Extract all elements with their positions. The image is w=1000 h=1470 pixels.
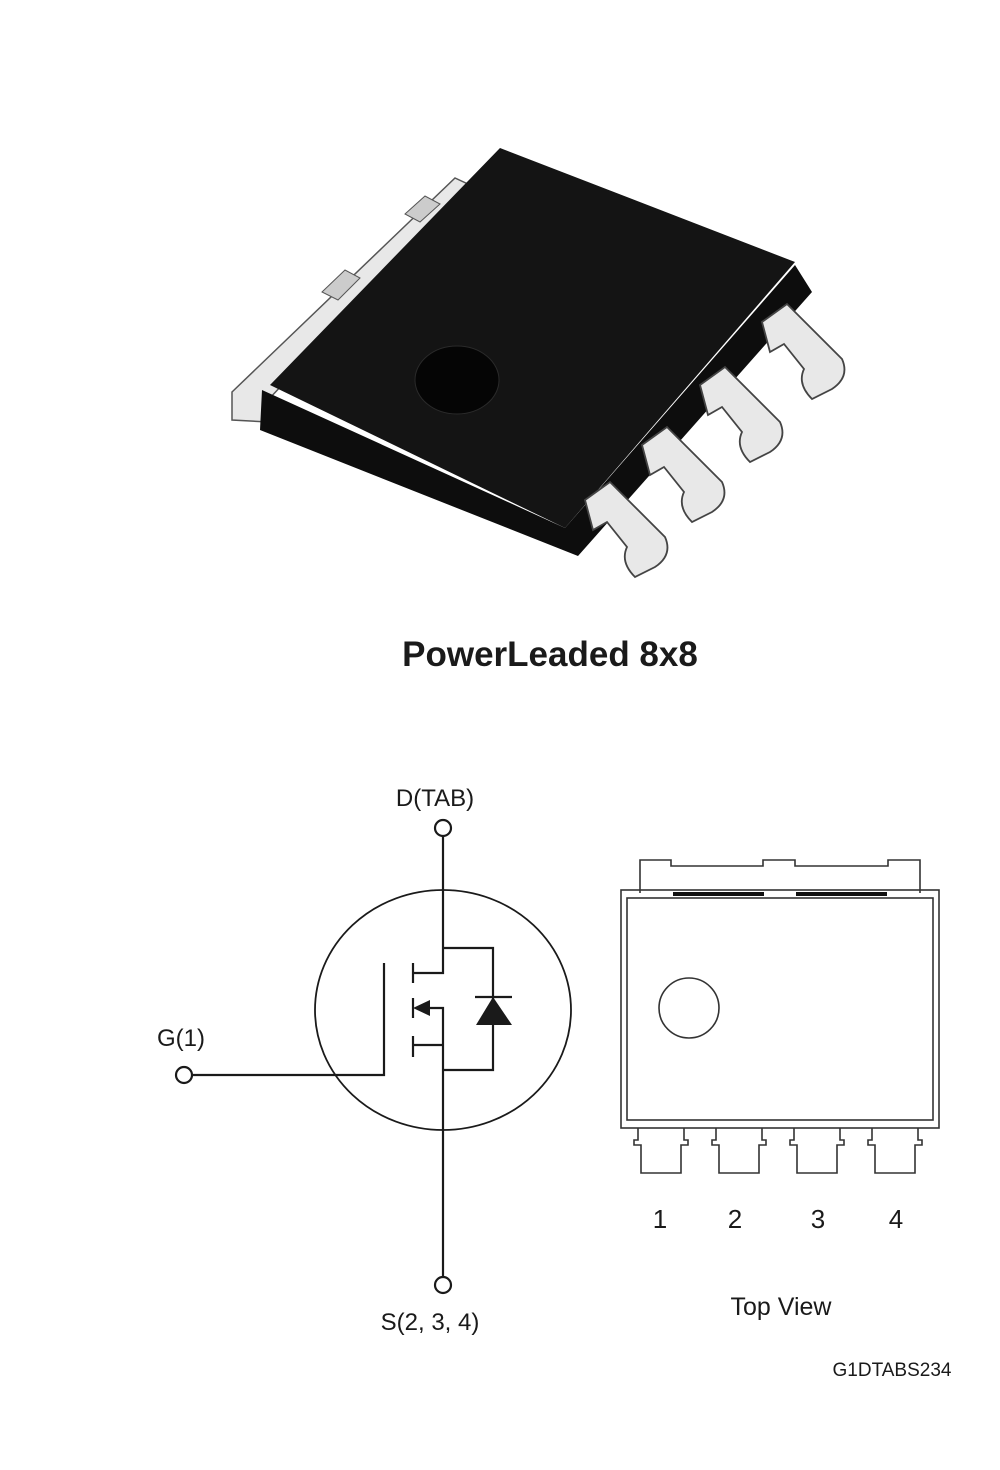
top-view-drawing xyxy=(620,859,940,1174)
lead-outline xyxy=(633,1128,689,1174)
pin-number: 3 xyxy=(811,1204,825,1234)
top-tab-outline xyxy=(639,859,921,893)
package-3d-illustration xyxy=(231,148,846,579)
body-arrow xyxy=(413,1000,430,1016)
gate-terminal xyxy=(174,1065,194,1085)
pin1-marker xyxy=(658,977,720,1039)
package-body-side xyxy=(260,265,812,556)
top-view-caption: Top View xyxy=(731,1293,833,1321)
pin-number: 4 xyxy=(889,1204,903,1234)
tab-notch xyxy=(321,269,361,301)
body-diode xyxy=(476,997,512,1025)
gate-wire xyxy=(192,963,386,1077)
package-name: PowerLeaded 8x8 xyxy=(402,635,698,674)
lead-outline xyxy=(789,1128,845,1174)
body-outer xyxy=(620,889,940,1129)
mosfet-symbol xyxy=(174,818,572,1295)
lead xyxy=(583,480,669,579)
package-leads xyxy=(583,302,846,579)
body-inner xyxy=(626,897,934,1121)
source-label: S(2, 3, 4) xyxy=(381,1309,480,1336)
diode-wire xyxy=(443,946,495,1072)
drain-label: D(TAB) xyxy=(396,785,474,812)
pin-number: 2 xyxy=(728,1204,742,1234)
lead xyxy=(760,302,846,401)
top-view-leads xyxy=(633,1128,923,1174)
package-body-top xyxy=(270,148,795,528)
lead-outline xyxy=(867,1128,923,1174)
lead xyxy=(698,365,784,464)
gate-label: G(1) xyxy=(157,1025,205,1052)
lead-outline xyxy=(711,1128,767,1174)
drain-wire xyxy=(413,836,445,975)
figure-code: G1DTABS234 xyxy=(833,1360,952,1381)
pin-number: 1 xyxy=(653,1204,667,1234)
pin1-dimple xyxy=(414,345,500,415)
source-wire xyxy=(413,1006,445,1277)
lead xyxy=(640,425,726,524)
source-terminal xyxy=(433,1275,453,1295)
tab-notch xyxy=(404,195,441,223)
drain-terminal xyxy=(433,818,453,838)
